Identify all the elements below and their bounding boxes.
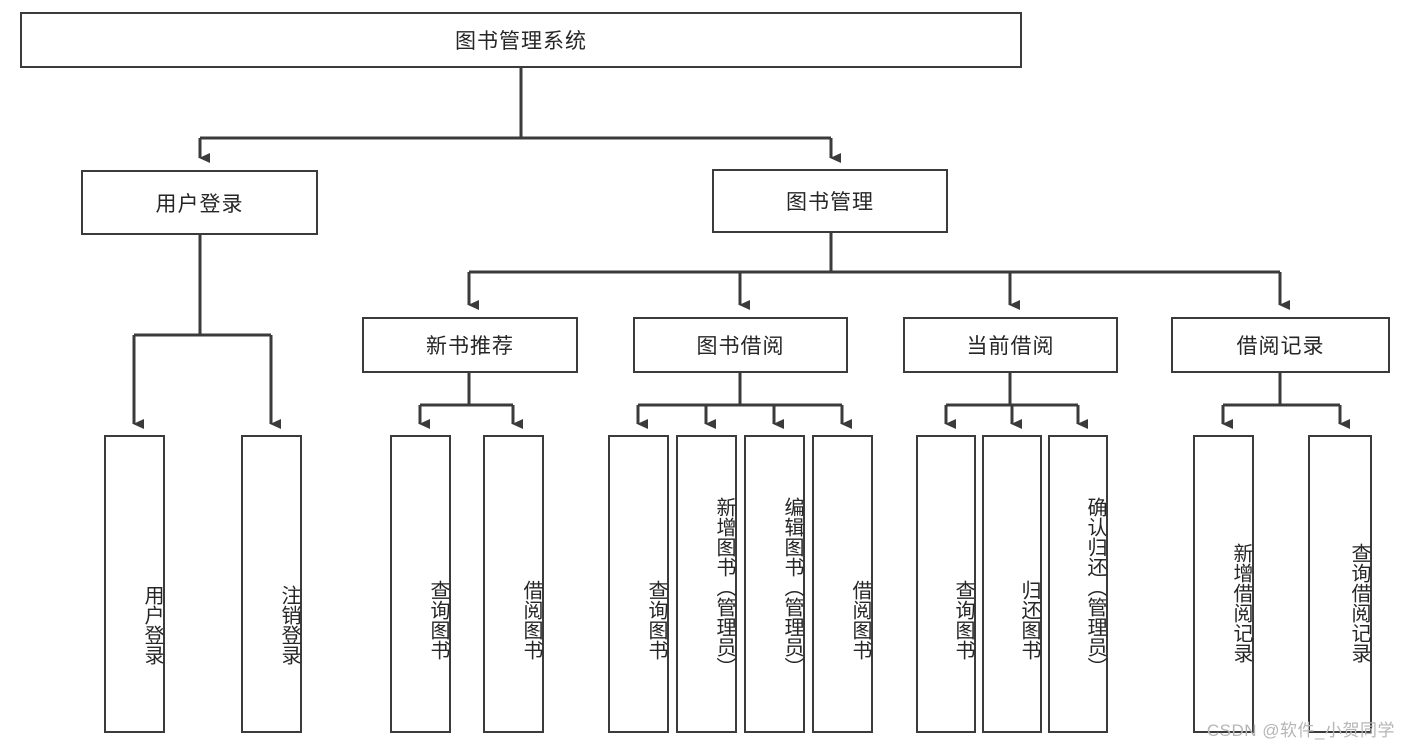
node-new-book-recommend[interactable]: 新书推荐 [362, 317, 578, 373]
node-leaf-user-login-label: 用户登录 [141, 585, 163, 665]
node-leaf-edit-book-label: 编辑图书（管理员） [781, 497, 803, 677]
node-borrow-record-label: 借阅记录 [1236, 335, 1325, 358]
node-leaf-edit-book[interactable]: 编辑图书（管理员） [744, 435, 805, 733]
node-leaf-borrow-book-1[interactable]: 借阅图书 [483, 435, 544, 733]
node-leaf-borrow-book-2[interactable]: 借阅图书 [812, 435, 873, 733]
node-leaf-add-book[interactable]: 新增图书（管理员） [676, 435, 737, 733]
node-leaf-query-book-1[interactable]: 查询图书 [390, 435, 451, 733]
node-leaf-add-book-label: 新增图书（管理员） [713, 497, 735, 677]
node-leaf-query-book-3-label: 查询图书 [952, 580, 974, 660]
node-new-book-recommend-label: 新书推荐 [426, 335, 514, 358]
node-book-manage-label: 图书管理 [786, 191, 874, 214]
node-user-login[interactable]: 用户登录 [81, 170, 318, 235]
node-leaf-logout-label: 注销登录 [278, 585, 300, 665]
node-user-login-label: 用户登录 [155, 192, 244, 216]
node-leaf-borrow-book-1-label: 借阅图书 [520, 580, 542, 660]
node-leaf-query-record[interactable]: 查询借阅记录 [1308, 435, 1372, 733]
node-leaf-query-book-1-label: 查询图书 [427, 580, 449, 660]
node-leaf-query-book-2[interactable]: 查询图书 [608, 435, 669, 733]
node-leaf-query-book-3[interactable]: 查询图书 [916, 435, 976, 733]
node-leaf-add-record[interactable]: 新增借阅记录 [1193, 435, 1254, 733]
node-current-borrow-label: 当前借阅 [966, 335, 1055, 358]
node-book-manage[interactable]: 图书管理 [712, 169, 948, 233]
node-root-label: 图书管理系统 [455, 30, 587, 53]
node-leaf-confirm-return-label: 确认归还（管理员） [1084, 497, 1106, 677]
node-leaf-logout[interactable]: 注销登录 [241, 435, 302, 733]
node-leaf-return-book[interactable]: 归还图书 [982, 435, 1042, 733]
node-leaf-borrow-book-2-label: 借阅图书 [849, 580, 871, 660]
node-leaf-query-book-2-label: 查询图书 [645, 580, 667, 660]
node-leaf-user-login[interactable]: 用户登录 [104, 435, 165, 733]
node-book-borrow-label: 图书借阅 [696, 335, 785, 358]
watermark: CSDN @软件_小贺同学 [1206, 721, 1395, 740]
node-leaf-return-book-label: 归还图书 [1018, 580, 1040, 660]
node-current-borrow[interactable]: 当前借阅 [903, 317, 1118, 373]
node-leaf-confirm-return[interactable]: 确认归还（管理员） [1048, 435, 1108, 733]
node-book-borrow[interactable]: 图书借阅 [633, 317, 848, 373]
node-borrow-record[interactable]: 借阅记录 [1171, 317, 1390, 373]
node-leaf-add-record-label: 新增借阅记录 [1230, 543, 1252, 663]
node-leaf-query-record-label: 查询借阅记录 [1348, 543, 1370, 663]
node-root[interactable]: 图书管理系统 [20, 12, 1022, 68]
